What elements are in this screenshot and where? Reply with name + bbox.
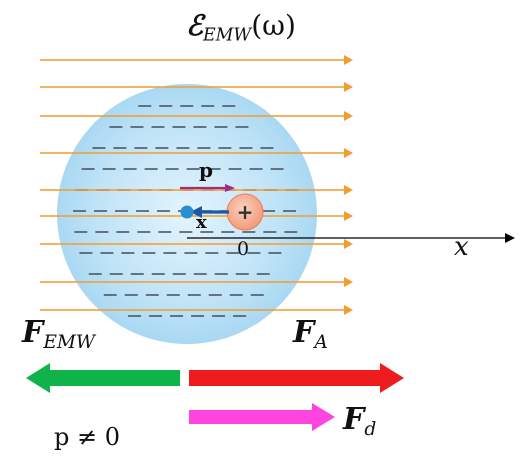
force-a-arrow	[189, 363, 404, 393]
force-emw-arrow	[26, 363, 180, 393]
force-a-symbol: F	[293, 315, 315, 350]
field-symbol: ℰ	[186, 9, 203, 42]
dipole-arrow	[180, 184, 235, 192]
field-arrow-icon	[40, 82, 353, 92]
force-emw-label: FEMW	[22, 318, 95, 353]
force-d-label: Fd	[343, 405, 376, 440]
nucleus-sign: +	[237, 200, 254, 224]
dipole-label: p	[199, 158, 213, 182]
electron	[180, 205, 194, 219]
force-emw-subscript: EMW	[43, 331, 96, 353]
field-subscript: EMW	[202, 25, 252, 46]
x-axis	[187, 233, 515, 243]
force-d-symbol: F	[343, 402, 365, 437]
condition-label: p ≠ 0	[54, 423, 120, 451]
x-axis-arrow-icon	[505, 233, 515, 243]
field-arrow-icon	[40, 55, 353, 65]
axis-label: x	[454, 232, 469, 262]
force-d-subscript: d	[364, 418, 377, 440]
force-emw-symbol: F	[22, 315, 44, 350]
field-arrow-icon	[40, 185, 353, 195]
origin-label: 0	[237, 238, 250, 260]
field-argument: (ω)	[251, 9, 296, 42]
field-arrow-icon	[40, 148, 353, 158]
displacement-arrow	[190, 206, 229, 218]
field-arrow-icon	[40, 111, 353, 121]
displacement-label: x	[196, 212, 207, 233]
field-arrows	[40, 55, 353, 315]
field-arrow-icon	[40, 305, 353, 315]
force-a-subscript: A	[314, 331, 328, 353]
field-arrow-icon	[40, 277, 353, 287]
field-arrow-icon	[40, 239, 353, 249]
force-d-arrow	[189, 403, 335, 431]
force-a-label: FA	[293, 318, 328, 353]
field-label: ℰEMW(ω)	[186, 12, 296, 45]
